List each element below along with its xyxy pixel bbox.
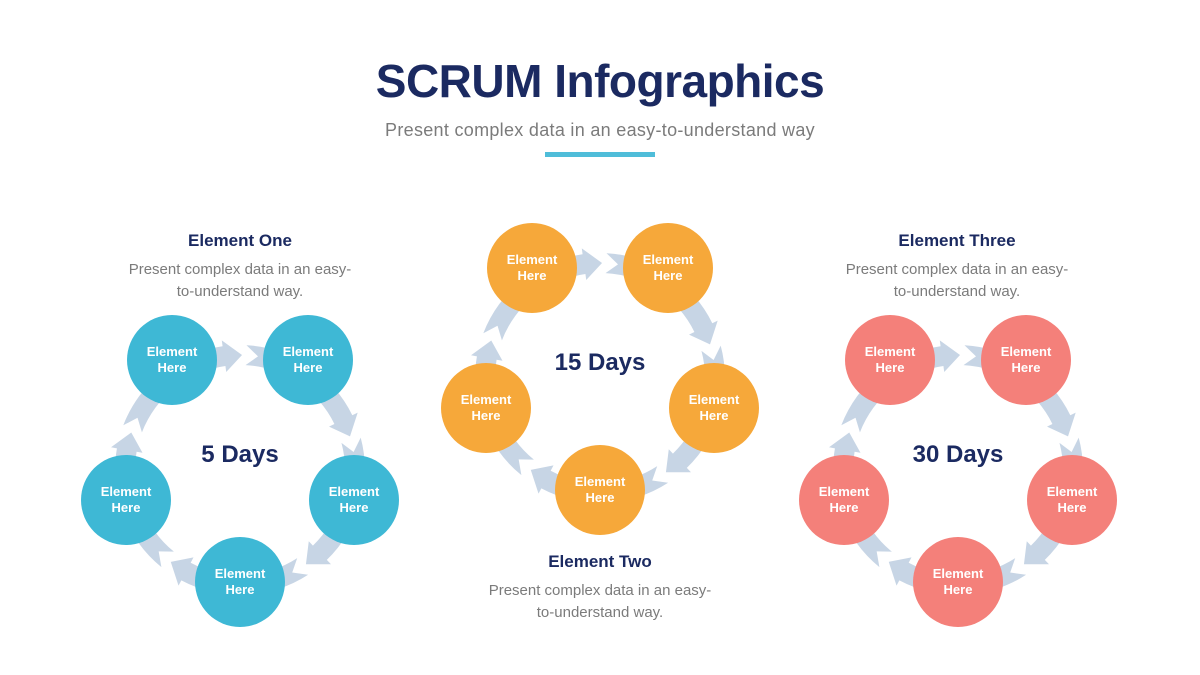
cycle-step-circle: Element Here (1027, 455, 1117, 545)
cycle-step-label: Element Here (282, 344, 334, 375)
cycle-step-label: Element Here (642, 252, 694, 283)
cycle-step-circle: Element Here (127, 315, 217, 405)
cycle-step-label: Element Here (146, 344, 198, 375)
element-two-heading: Element Two (548, 552, 652, 571)
element-one-heading: Element One (188, 231, 292, 250)
page-subtitle: Present complex data in an easy-to-under… (385, 120, 815, 140)
cycle-step-circle: Element Here (441, 363, 531, 453)
cycle-step-label: Element Here (214, 566, 266, 597)
duration-label: 30 Days (912, 441, 1004, 468)
cycle-step-circle: Element Here (669, 363, 759, 453)
cycle-diagram-one: Element Here Element Here Element Here E… (70, 300, 410, 640)
cycle-step-circle: Element Here (913, 537, 1003, 627)
cycle-step-circle: Element Here (195, 537, 285, 627)
cycle-step-circle: Element Here (309, 455, 399, 545)
cycle-step-label: Element Here (328, 484, 380, 515)
duration-label: 5 Days (201, 441, 279, 468)
cycle-step-label: Element Here (1000, 344, 1052, 375)
element-one-description: Present complex data in an easy- to-unde… (128, 261, 352, 300)
cycle-step-label: Element Here (1046, 484, 1098, 515)
cycle-diagram-two: Element Here Element Here Element Here E… (430, 208, 770, 548)
cycle-step-label: Element Here (688, 392, 740, 423)
cycle-step-circle: Element Here (799, 455, 889, 545)
cycle-step-circle: Element Here (555, 445, 645, 535)
page-title: SCRUM Infographics (375, 55, 825, 107)
cycle-step-label: Element Here (460, 392, 512, 423)
cycle-step-label: Element Here (932, 566, 984, 597)
cycle-step-circle: Element Here (981, 315, 1071, 405)
cycle-step-circle: Element Here (623, 223, 713, 313)
cycle-step-label: Element Here (506, 252, 558, 283)
cycle-step-circle: Element Here (263, 315, 353, 405)
element-three-heading: Element Three (898, 231, 1016, 250)
cycle-diagram-three: Element Here Element Here Element Here E… (788, 300, 1128, 640)
title-underline (545, 152, 655, 157)
cycle-step-label: Element Here (100, 484, 152, 515)
cycle-step-label: Element Here (864, 344, 916, 375)
cycle-step-label: Element Here (818, 484, 870, 515)
duration-label: 15 Days (554, 349, 646, 376)
cycle-step-label: Element Here (574, 474, 626, 505)
cycle-step-circle: Element Here (845, 315, 935, 405)
element-two-description: Present complex data in an easy- to-unde… (488, 582, 712, 621)
cycle-step-circle: Element Here (487, 223, 577, 313)
element-three-description: Present complex data in an easy- to-unde… (845, 261, 1069, 300)
cycle-step-circle: Element Here (81, 455, 171, 545)
